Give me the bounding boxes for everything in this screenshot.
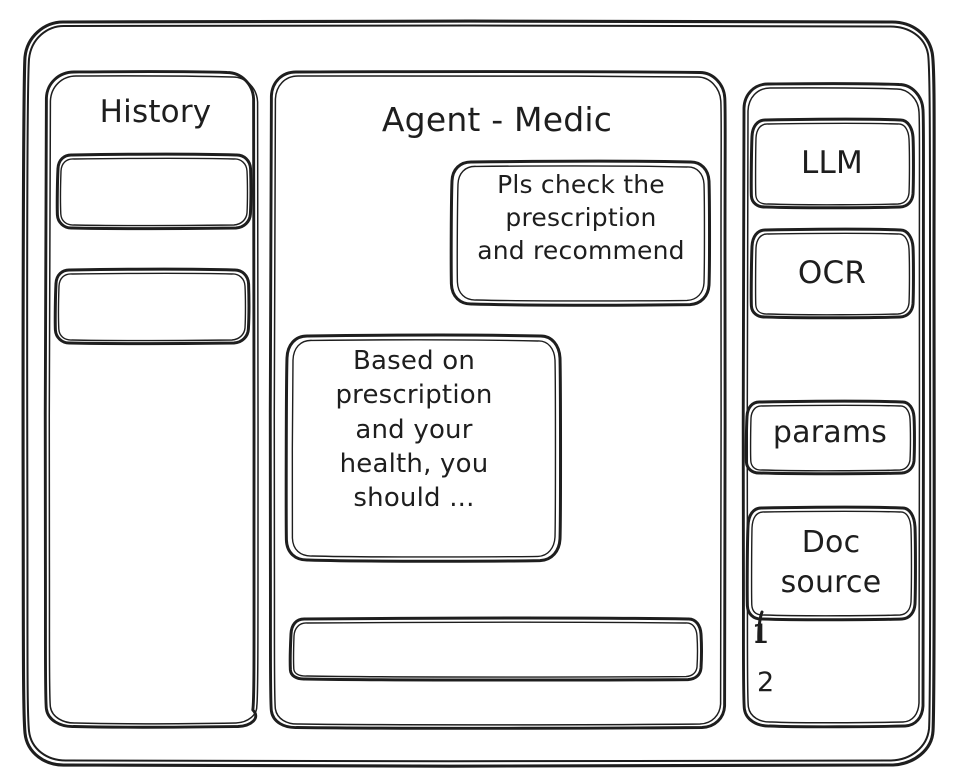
user-message-bubble-outline xyxy=(449,159,712,307)
tool-llm-label: LLM xyxy=(801,145,863,181)
user-message-text: Pls check the prescription and recommend xyxy=(477,170,685,265)
tools-panel-outline xyxy=(741,82,925,729)
tool-params-label: params xyxy=(772,415,888,450)
tool-llm-outline[interactable] xyxy=(749,117,915,210)
doc-source-entry-2[interactable]: 2 xyxy=(757,667,775,698)
history-panel-title: History xyxy=(99,94,212,130)
tool-ocr-outline[interactable] xyxy=(749,227,915,320)
composer-input-outline[interactable] xyxy=(288,616,703,682)
history-item-1-outline[interactable] xyxy=(55,152,253,231)
page-title: Agent - Medic xyxy=(381,100,613,139)
doc-source-entry-1[interactable]: 1 xyxy=(752,619,770,650)
tool-doc-source-outline[interactable] xyxy=(745,505,917,622)
agent-panel-outline xyxy=(268,70,727,730)
tool-doc-source-label: Doc source xyxy=(780,525,882,600)
assistant-message-bubble-outline xyxy=(284,333,563,563)
tool-ocr-label: OCR xyxy=(797,255,867,291)
window-frame xyxy=(21,19,936,768)
history-item-2-outline[interactable] xyxy=(53,267,251,346)
doc-source-connector xyxy=(757,610,764,643)
history-panel-outline xyxy=(43,70,259,729)
tool-params-outline[interactable] xyxy=(744,399,916,476)
assistant-message-text: Based on prescription and your health, y… xyxy=(335,346,493,514)
